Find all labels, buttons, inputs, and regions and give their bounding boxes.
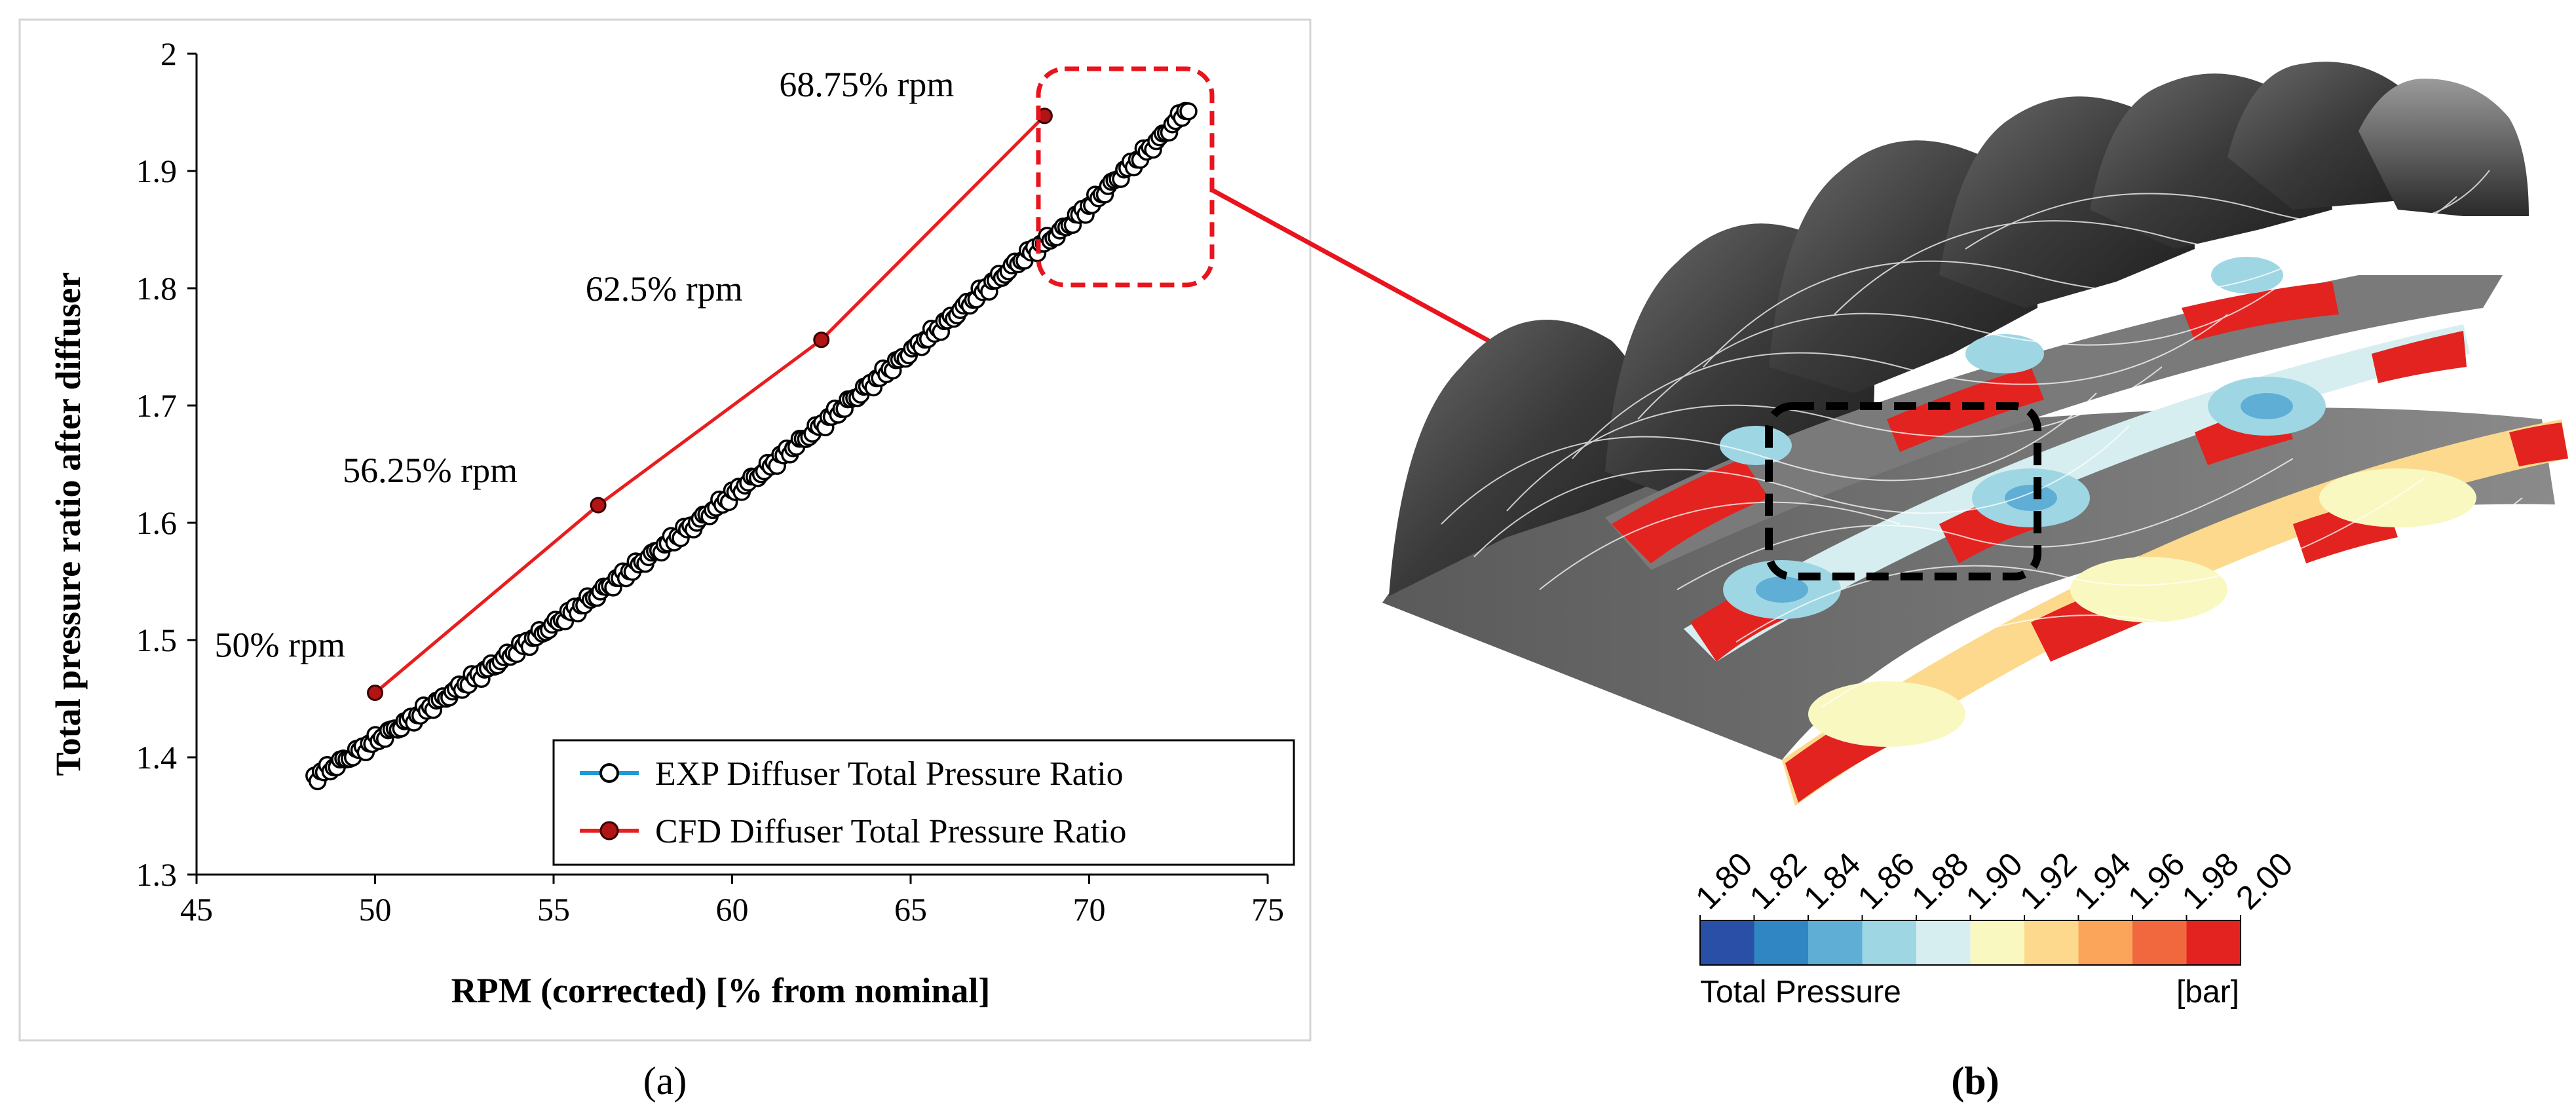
cfd-data-point: [590, 497, 607, 514]
y-tick-label: 1.7: [136, 387, 178, 424]
y-tick-label: 1.4: [136, 739, 178, 776]
colorbar-swatch: [1754, 920, 1809, 965]
streamlines: [1441, 170, 2523, 708]
colorbar-tick-label: 1.88: [1904, 845, 1975, 916]
panel-label-a: (a): [643, 1059, 687, 1103]
y-tick-label: 1.6: [136, 504, 178, 541]
colorbar-tick-label: 1.86: [1851, 845, 1922, 916]
chart-panel: 1.3 1.4 1.5 1.6 1.7 1.8 1.9 2 45 50 55 60 65 70 75 50%…: [18, 18, 1312, 1042]
y-tick-label: 1.8: [136, 270, 178, 307]
x-tick-label: 45: [180, 891, 213, 928]
colorbar-swatch: [2078, 920, 2133, 965]
contour-band-lower: [1782, 419, 2568, 806]
rpm-annotation: 50% rpm: [215, 626, 345, 665]
colorbar-title: Total Pressure: [1700, 975, 1901, 1010]
colorbar-tick-label: 2.00: [2229, 845, 2300, 916]
colorbar-tick-label: 1.94: [2067, 845, 2138, 916]
rpm-annotation: 62.5% rpm: [586, 269, 743, 309]
rpm-annotation: 56.25% rpm: [343, 451, 518, 490]
colorbar-swatches: [1699, 920, 2241, 966]
colorbar-swatch: [1916, 920, 1971, 965]
rpm-annotations: 50% rpm 56.25% rpm 62.5% rpm 68.75% rpm: [215, 65, 955, 665]
legend-cfd-marker: [599, 821, 619, 841]
x-tick-label: 55: [537, 891, 570, 928]
colorbar-tick-label: 1.84: [1796, 845, 1867, 916]
colorbar-swatch: [2132, 920, 2187, 965]
colorbar-tick-label: 1.92: [2013, 845, 2083, 916]
exp-series: [305, 102, 1198, 791]
x-axis-label: RPM (corrected) [% from nominal]: [451, 971, 991, 1010]
cfd-data-point: [813, 331, 830, 349]
x-tick-label: 65: [894, 891, 927, 928]
x-tick-label: 60: [716, 891, 749, 928]
rpm-annotation: 68.75% rpm: [779, 65, 954, 104]
render-highlight-box: [1765, 402, 2041, 580]
y-tick-label: 1.9: [136, 153, 178, 189]
colorbar-swatch: [1970, 920, 2025, 965]
exp-data-point: [1179, 102, 1198, 121]
legend-exp-marker: [599, 763, 619, 783]
y-tick-label: 2: [161, 35, 177, 72]
colorbar-ticks: 1.801.821.841.861.881.901.921.941.961.98…: [1688, 845, 2300, 920]
y-tick-label: 1.3: [136, 856, 178, 893]
colorbar-swatch: [1862, 920, 1917, 965]
legend-exp-label: EXP Diffuser Total Pressure Ratio: [655, 755, 1124, 793]
x-tick-label: 50: [359, 891, 392, 928]
colorbar-tick-label: 1.96: [2121, 845, 2191, 916]
blade-1: [1389, 320, 1654, 596]
colorbar-tick-label: 1.98: [2175, 845, 2246, 916]
diffuser-render: [1382, 62, 2568, 806]
legend: EXP Diffuser Total Pressure Ratio CFD Di…: [552, 739, 1295, 866]
colorbar-swatch: [1700, 920, 1754, 965]
legend-cfd-label: CFD Diffuser Total Pressure Ratio: [655, 813, 1127, 850]
colorbar-swatch: [1808, 920, 1863, 965]
highlight-box: [1036, 66, 1215, 288]
colorbar-tick-label: 1.82: [1743, 845, 1813, 916]
chart-axes: 1.3 1.4 1.5 1.6 1.7 1.8 1.9 2 45 50 55 60 65 70 75: [136, 35, 1285, 928]
blade-row: [1389, 62, 2529, 596]
cfd-series-line: [373, 115, 1046, 694]
y-tick-label: 1.5: [136, 622, 178, 658]
colorbar-swatch: [2186, 920, 2241, 965]
legend-box: [552, 739, 1295, 866]
cfd-data-point: [367, 685, 383, 702]
x-tick-label: 70: [1073, 891, 1106, 928]
colorbar-tick-label: 1.80: [1688, 845, 1759, 916]
blade-7: [2358, 79, 2529, 216]
colorbar: 1.801.821.841.861.881.901.921.941.961.98…: [1688, 845, 2300, 1010]
cfd-series: [367, 107, 1053, 702]
x-tick-label: 75: [1251, 891, 1284, 928]
colorbar-tick-label: 1.90: [1959, 845, 2030, 916]
panel-label-b: (b): [1951, 1059, 1999, 1103]
y-axis-label: Total pressure ratio after diffuser: [48, 273, 88, 776]
colorbar-unit: [bar]: [2176, 975, 2239, 1010]
colorbar-swatch: [2024, 920, 2079, 965]
contour-band-middle: [1684, 324, 2470, 662]
